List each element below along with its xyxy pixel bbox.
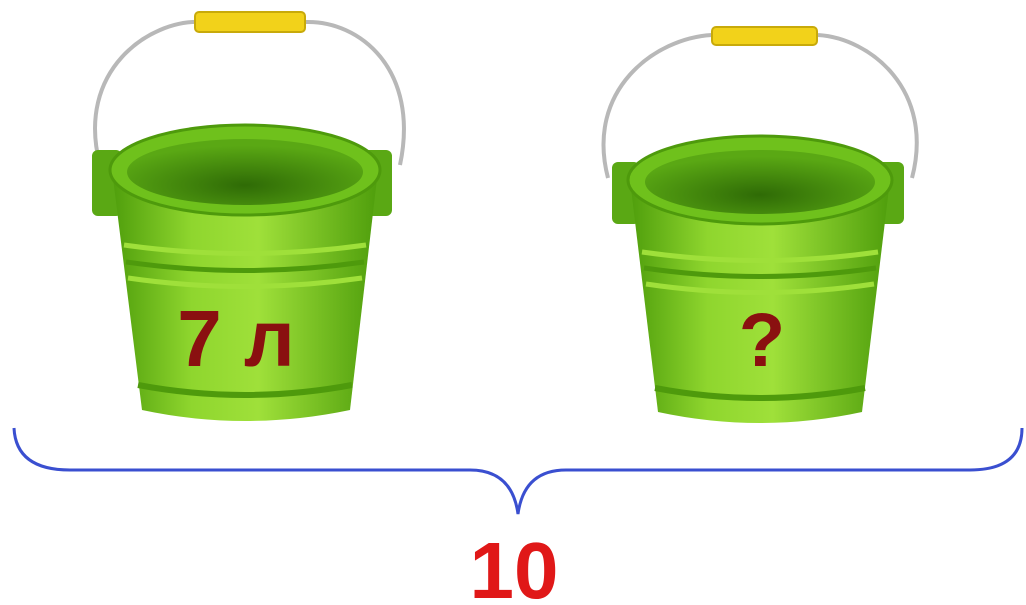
bucket-label-left: 7 л (177, 294, 295, 383)
bucket-ring (643, 265, 877, 279)
bucket-ring (641, 249, 879, 263)
bucket-handle-wire (601, 33, 919, 179)
bucket-ring (654, 385, 866, 401)
total-value: 10 (470, 526, 559, 605)
bucket-opening (127, 139, 363, 205)
total-brace (12, 427, 1024, 515)
bucket-ring (137, 382, 353, 398)
bucket-label-right: ? (739, 298, 785, 383)
bucket-handle-wire (93, 19, 406, 166)
bucket-handle-grip (194, 11, 306, 33)
bucket-body (630, 180, 890, 423)
bucket-handle-grip (711, 26, 818, 46)
bucket-ring (125, 259, 365, 273)
bucket-body (112, 170, 378, 421)
bucket-right: ? (601, 26, 919, 423)
bucket-opening (645, 150, 875, 214)
bucket-ring (123, 242, 367, 256)
bucket-ring (127, 275, 363, 289)
bucket-ring (645, 281, 875, 295)
bucket-left: 7 л (92, 11, 406, 421)
